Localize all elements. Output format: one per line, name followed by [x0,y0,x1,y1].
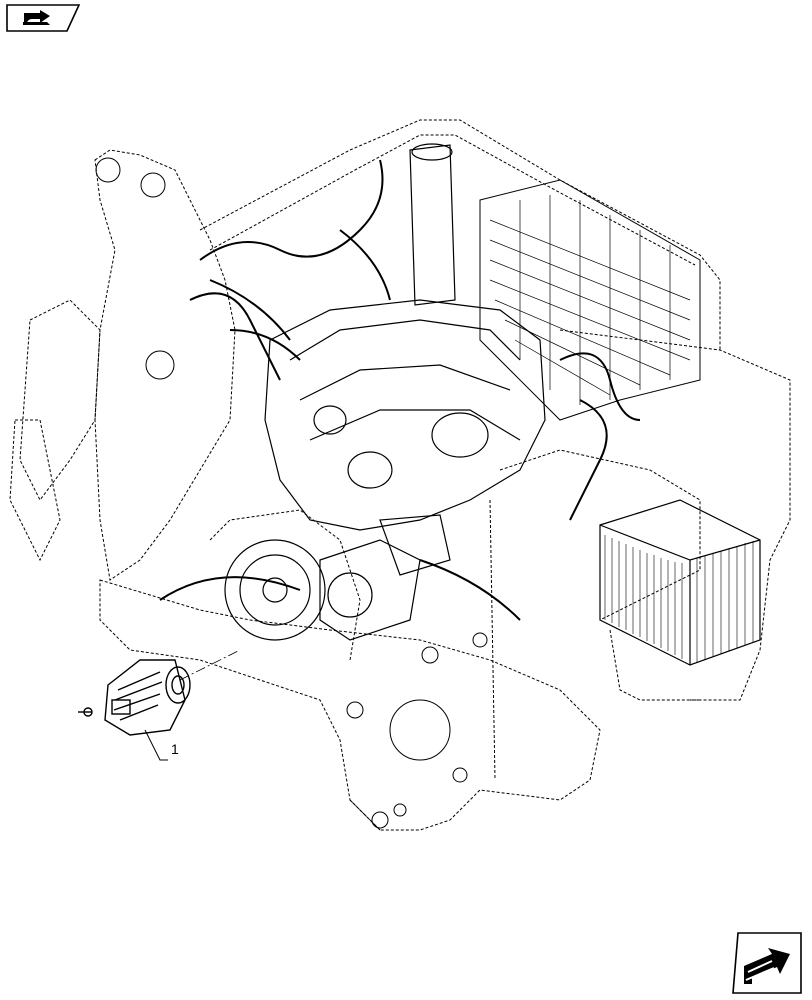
next-page-arrow-icon[interactable] [732,932,802,994]
alternator[interactable] [78,659,191,736]
radiator-grille [479,179,701,421]
engine-assembly [224,143,546,641]
callout-leader-line [144,729,168,761]
battery [599,499,761,666]
frame-holes [95,157,488,829]
machine-frame-outline [9,119,791,831]
callout-label[interactable]: 1 [171,741,179,757]
assembly-projection-line [179,649,241,681]
book-arrow-icon[interactable] [6,4,80,32]
wiring-harness [159,159,641,621]
